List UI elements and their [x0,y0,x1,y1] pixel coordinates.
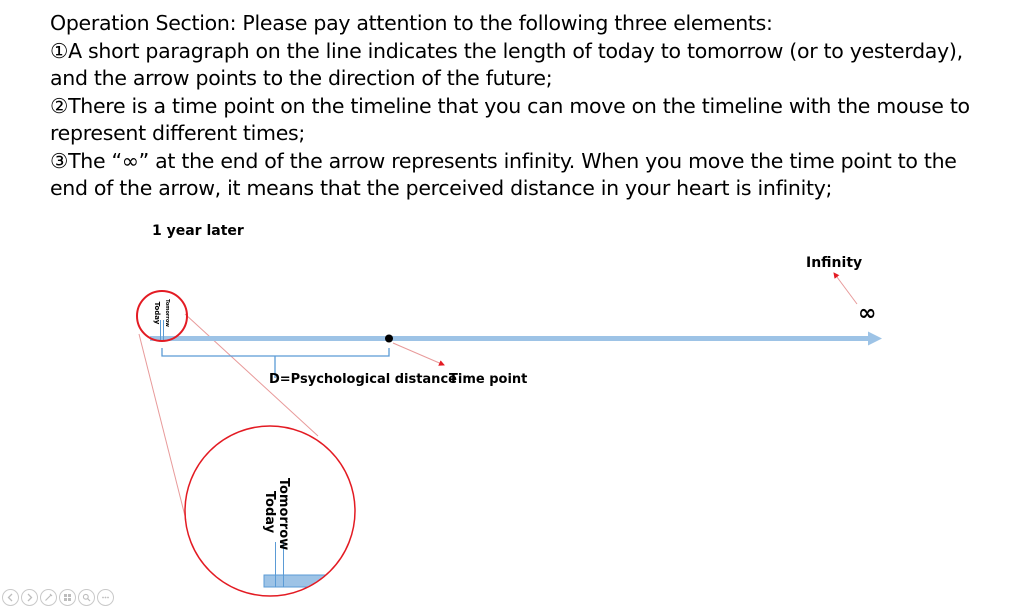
large-zoom-circle [184,425,356,597]
instruction-item-2: ②There is a time point on the timeline t… [50,93,970,146]
timeline-arrow [150,331,882,346]
small-tomorrow-label: Tomorrow [164,299,170,327]
zoom-connector-left [138,333,187,521]
zoom-icon[interactable] [78,589,95,606]
next-icon[interactable] [21,589,38,606]
time-point-pointer [392,342,445,366]
distance-bracket [161,348,390,357]
time-point-label: Time point [449,372,528,387]
zoom-tomorrow-label: Tomorrow [276,478,291,550]
instructions-heading: Operation Section: Please pay attention … [50,11,773,35]
zoom-today-label: Today [262,491,277,534]
psychological-distance-label: D=Psychological distance [269,372,457,387]
one-year-later-label: 1 year later [152,223,244,239]
small-today-label: Today [153,302,161,325]
infinity-label: Infinity [806,255,863,271]
instruction-item-3: ③The “∞” at the end of the arrow represe… [50,148,957,201]
zoom-connector-right [184,313,319,437]
presentation-toolbar [2,589,114,606]
pen-icon[interactable] [40,589,57,606]
infinity-symbol: ∞ [858,301,877,326]
instructions-block: Operation Section: Please pay attention … [50,10,990,203]
small-zoom-circle [136,290,188,342]
instruction-item-1: ①A short paragraph on the line indicates… [50,38,963,91]
time-point-handle[interactable] [385,334,393,343]
previous-icon[interactable] [2,589,19,606]
today-tomorrow-marker [160,320,164,340]
infinity-pointer [833,272,858,305]
slides-grid-icon[interactable] [59,589,76,606]
more-icon[interactable] [97,589,114,606]
